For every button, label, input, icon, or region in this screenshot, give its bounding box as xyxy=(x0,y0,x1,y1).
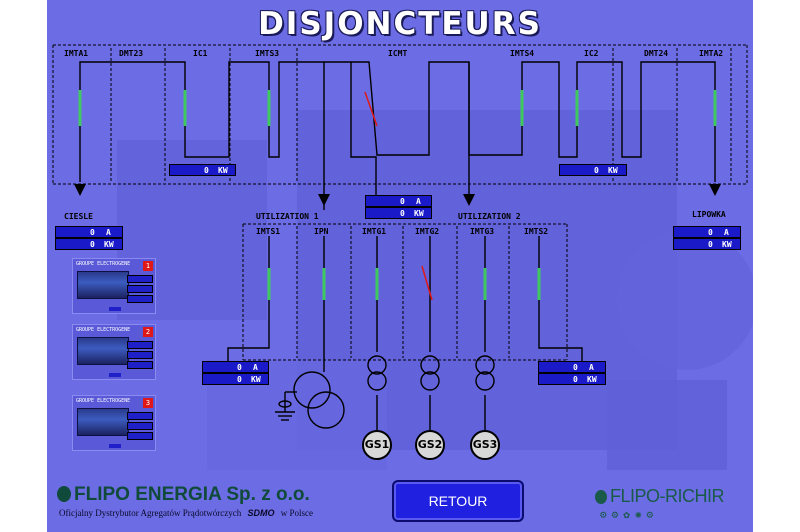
breaker-label-imtg1: IMTG1 xyxy=(362,227,387,236)
scada-screen: DISJONCTEURS xyxy=(47,0,753,532)
meter-util2-kw: 0 KW xyxy=(538,373,606,385)
brand-subtitle: Oficjalny Dystrybutor Agregatów Prądotwó… xyxy=(59,508,313,518)
generator-image xyxy=(77,337,129,365)
breaker-label-imts3: IMTS3 xyxy=(255,49,280,58)
meter-ciesle-kw: 0 KW xyxy=(55,238,123,250)
side-label-ciesle: CIESLE xyxy=(64,212,93,221)
breaker-label-imtg3: IMTG3 xyxy=(470,227,495,236)
meter-util2-a: 0 A xyxy=(538,361,606,373)
generator-image xyxy=(77,408,129,436)
generator-thumbnail-3[interactable]: GROUPE ELECTROGENE 3 xyxy=(72,395,156,451)
thumbnail-number-badge: 1 xyxy=(143,261,153,271)
generator-gs1[interactable]: GS1 xyxy=(362,430,392,460)
generator-thumbnail-2[interactable]: GROUPE ELECTROGENE 2 xyxy=(72,324,156,380)
thumbnail-number-badge: 3 xyxy=(143,398,153,408)
single-line-diagram xyxy=(52,44,748,432)
meter-util1-a: 0 A xyxy=(202,361,269,373)
breaker-label-ic2: IC2 xyxy=(584,49,599,58)
breaker-label-imta1: IMTA1 xyxy=(64,49,89,58)
flipo-logo-icon xyxy=(57,486,71,502)
utilization-1-label: UTILIZATION 1 xyxy=(256,212,319,221)
meter-util1-kw: 0 KW xyxy=(202,373,269,385)
engine-icon: ✿ xyxy=(623,508,635,521)
brand-flipo-energia: FLIPO ENERGIA Sp. z o.o. xyxy=(57,484,310,506)
breaker-label-imta2: IMTA2 xyxy=(699,49,724,58)
meter-lipowka-kw: 0 KW xyxy=(673,238,741,250)
generator-image xyxy=(77,271,129,299)
busbar-lines xyxy=(79,61,716,210)
meter-center-kw: 0 KW xyxy=(365,207,432,219)
breaker-label-imtg2: IMTG2 xyxy=(415,227,440,236)
side-label-lipowka: LIPOWKA xyxy=(692,210,726,219)
utilization-2-label: UTILIZATION 2 xyxy=(458,212,521,221)
fan-icon: ✺ xyxy=(634,508,647,521)
breaker-label-dmt24: DMT24 xyxy=(644,49,669,58)
gear-icon: ⚙ xyxy=(646,508,659,521)
retour-button[interactable]: RETOUR xyxy=(392,480,524,522)
breaker-label-ipn: IPN xyxy=(314,227,329,236)
top-busbar-frame xyxy=(52,44,748,185)
thumbnail-number-badge: 2 xyxy=(143,327,153,337)
flow-arrows xyxy=(74,184,721,206)
page-title: DISJONCTEURS xyxy=(258,6,542,42)
breaker-label-imts2: IMTS2 xyxy=(524,227,549,236)
gear-icon: ⚙ xyxy=(600,508,612,521)
breaker-label-dmt23: DMT23 xyxy=(119,49,144,58)
breaker-label-imts4: IMTS4 xyxy=(510,49,535,58)
meter-ic1-kw: 0 KW xyxy=(169,164,236,176)
meter-lipowka-a: 0 A xyxy=(673,226,741,238)
breaker-label-ic1: IC1 xyxy=(193,49,208,58)
meter-ic2-kw: 0 KW xyxy=(559,164,627,176)
brand-flipo-richir: FLIPO-RICHIR xyxy=(595,486,725,507)
breaker-label-icmt: ICMT xyxy=(388,49,408,58)
meter-ciesle-a: 0 A xyxy=(55,226,123,238)
lower-feeders xyxy=(227,236,583,432)
breakers xyxy=(78,90,717,301)
generator-thumbnail-1[interactable]: GROUPE ELECTROGENE 1 xyxy=(72,258,156,314)
flipo-richir-logo-icon xyxy=(595,490,607,504)
transformer-symbols xyxy=(275,355,495,429)
breaker-label-imts1: IMTS1 xyxy=(256,227,281,236)
gear-icon: ⚙ xyxy=(611,508,624,521)
sdmo-logo: SDMO xyxy=(247,508,275,518)
generator-gs3[interactable]: GS3 xyxy=(470,430,500,460)
brand-service-icons: ⚙⚙✿✺⚙ xyxy=(600,508,658,521)
meter-center-a: 0 A xyxy=(365,195,432,207)
generator-gs2[interactable]: GS2 xyxy=(415,430,445,460)
bottom-busbar-frame xyxy=(242,223,568,361)
